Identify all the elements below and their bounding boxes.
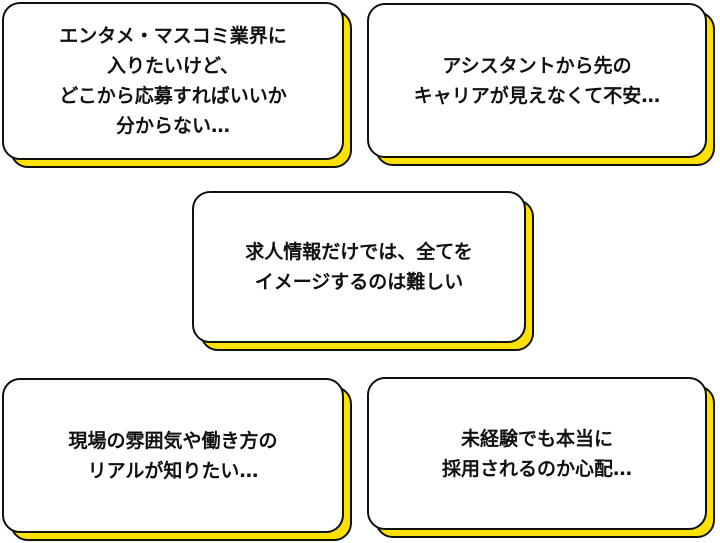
card-text-line: エンタメ・マスコミ業界に bbox=[59, 25, 287, 47]
concern-card-1: エンタメ・マスコミ業界に 入りたいけど、 どこから応募すればいいか 分からない… bbox=[2, 2, 352, 168]
card-text-line: 分からない… bbox=[115, 115, 230, 137]
card-text-line: 求人情報だけでは、全てを bbox=[245, 241, 473, 263]
card-face: 現場の雰囲気や働き方の リアルが知りたい… bbox=[2, 378, 344, 533]
card-text-line: 現場の雰囲気や働き方の bbox=[68, 429, 278, 452]
concern-card-2: アシスタントから先の キャリアが見えなくて不安… bbox=[367, 3, 715, 166]
concern-card-5: 未経験でも本当に 採用されるのか心配… bbox=[367, 377, 715, 538]
card-text-line: 採用されるのか心配… bbox=[441, 457, 632, 480]
card-text-line: 未経験でも本当に bbox=[460, 427, 613, 450]
card-text-line: アシスタントから先の bbox=[442, 54, 632, 77]
card-text-line: 入りたいけど、 bbox=[106, 55, 240, 77]
card-text-line: リアルが知りたい… bbox=[87, 459, 259, 482]
card-face: アシスタントから先の キャリアが見えなくて不安… bbox=[367, 3, 707, 158]
card-face: 求人情報だけでは、全てを イメージするのは難しい bbox=[192, 191, 526, 343]
card-text-line: キャリアが見えなくて不安… bbox=[413, 84, 661, 107]
card-face: 未経験でも本当に 採用されるのか心配… bbox=[367, 377, 707, 530]
concern-card-4: 現場の雰囲気や働き方の リアルが知りたい… bbox=[2, 378, 352, 541]
card-text-line: イメージするのは難しい bbox=[254, 271, 464, 293]
card-text-line: どこから応募すればいいか bbox=[59, 85, 287, 107]
concern-card-3: 求人情報だけでは、全てを イメージするのは難しい bbox=[192, 191, 534, 351]
card-face: エンタメ・マスコミ業界に 入りたいけど、 どこから応募すればいいか 分からない… bbox=[2, 2, 344, 160]
